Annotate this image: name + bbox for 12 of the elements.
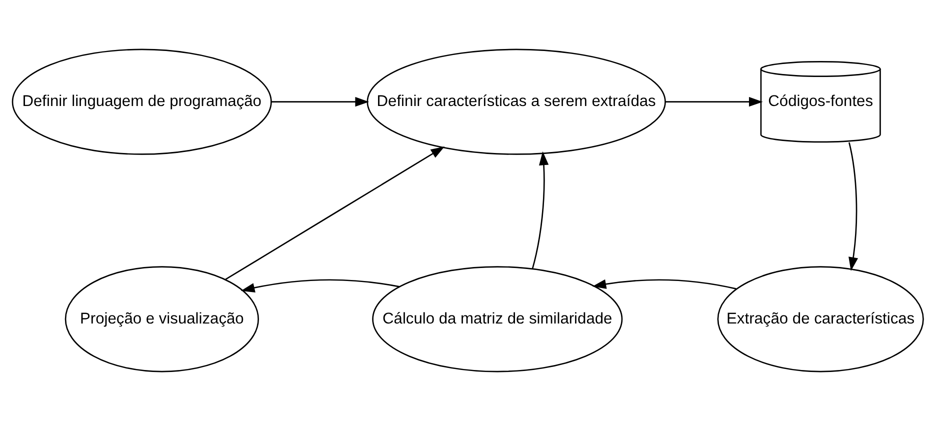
node-ellipse: Projeção e visualização (64, 266, 259, 372)
node-ellipse: Cálculo da matriz de similaridade (372, 266, 623, 372)
arrow (592, 279, 736, 290)
node-ellipse: Extração de características (717, 266, 924, 372)
node-ellipse: Definir linguagem de programação (12, 48, 272, 155)
arrow (532, 151, 549, 269)
arrow (240, 279, 400, 292)
arrow (225, 146, 445, 280)
arrow (665, 97, 763, 107)
node-ellipse: Definir características a serem extraídas (366, 48, 666, 155)
arrow (271, 97, 370, 107)
arrow (848, 142, 858, 272)
